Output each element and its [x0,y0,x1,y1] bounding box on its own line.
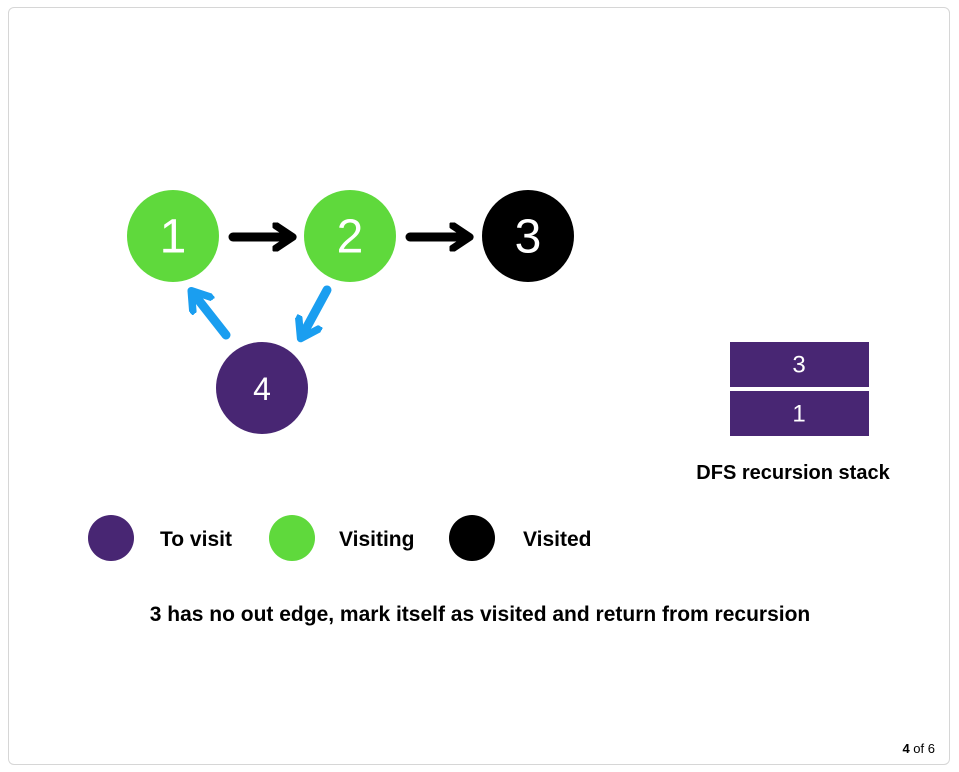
stack-frame-top [730,342,869,387]
legend-visited-swatch [449,515,495,561]
slide-pager: 4 of 6 [902,741,935,756]
edge-2-4 [302,285,332,336]
legend-to-visit-label: To visit [160,528,232,551]
node-1-circle [127,190,219,282]
node-3-circle [482,190,574,282]
pager-current: 4 [902,741,910,756]
pager-separator: of [913,741,925,756]
stack-frame-bottom [730,391,869,436]
legend-to-visit-swatch [88,515,134,561]
node-3: 3 [482,190,574,282]
stack-frame-top-label: 3 [792,352,805,379]
node-3-label: 3 [515,211,542,264]
step-caption: 3 has no out edge, mark itself as visite… [150,603,811,626]
stack-frame-bottom-label: 1 [792,401,805,428]
node-1-label: 1 [160,211,187,264]
node-4-circle [216,342,308,434]
recursion-stack: 3 1 [730,342,869,436]
node-2-circle [304,190,396,282]
node-1: 1 [127,190,219,282]
pager-total: 6 [927,741,935,756]
legend: To visit Visiting Visited [88,515,591,561]
legend-visiting-swatch [269,515,315,561]
legend-visited-label: Visited [523,528,591,551]
stack-caption: DFS recursion stack [696,462,890,484]
node-2-label: 2 [337,211,364,264]
node-2: 2 [304,190,396,282]
node-4: 4 [216,342,308,434]
legend-visiting-label: Visiting [339,528,414,551]
edge-4-1 [193,293,231,340]
node-4-label: 4 [253,371,271,407]
